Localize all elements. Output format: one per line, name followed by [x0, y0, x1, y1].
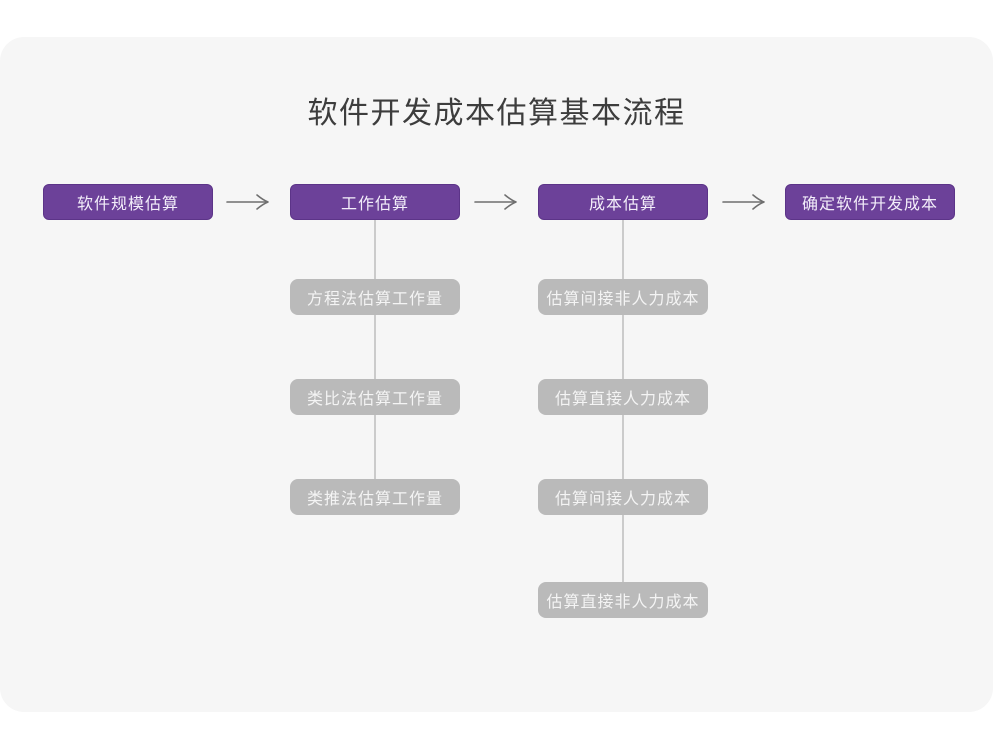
arrow-right-icon — [224, 188, 272, 216]
arrow-right-icon — [720, 188, 768, 216]
diagram-title: 软件开发成本估算基本流程 — [307, 97, 686, 130]
flowchart-canvas: 软件开发成本估算基本流程 软件规模估算 工作估算 成本估算 确定软件开发成本 — [0, 37, 993, 712]
connector-line-work-estimation — [374, 220, 376, 498]
substep-node-extrapolation-method: 类推法估算工作量 — [290, 479, 460, 515]
stage-node-cost-estimation: 成本估算 — [538, 184, 708, 220]
substep-node-equation-method: 方程法估算工作量 — [290, 279, 460, 315]
substep-node-indirect-nonlabor-cost: 估算间接非人力成本 — [538, 279, 708, 315]
substep-node-analogy-method: 类比法估算工作量 — [290, 379, 460, 415]
stage-node-software-scale-estimation: 软件规模估算 — [43, 184, 213, 220]
stage-node-work-estimation: 工作估算 — [290, 184, 460, 220]
substep-node-indirect-labor-cost: 估算间接人力成本 — [538, 479, 708, 515]
stage-node-determine-development-cost: 确定软件开发成本 — [785, 184, 955, 220]
substep-node-direct-labor-cost: 估算直接人力成本 — [538, 379, 708, 415]
substep-node-direct-nonlabor-cost: 估算直接非人力成本 — [538, 582, 708, 618]
arrow-right-icon — [472, 188, 520, 216]
